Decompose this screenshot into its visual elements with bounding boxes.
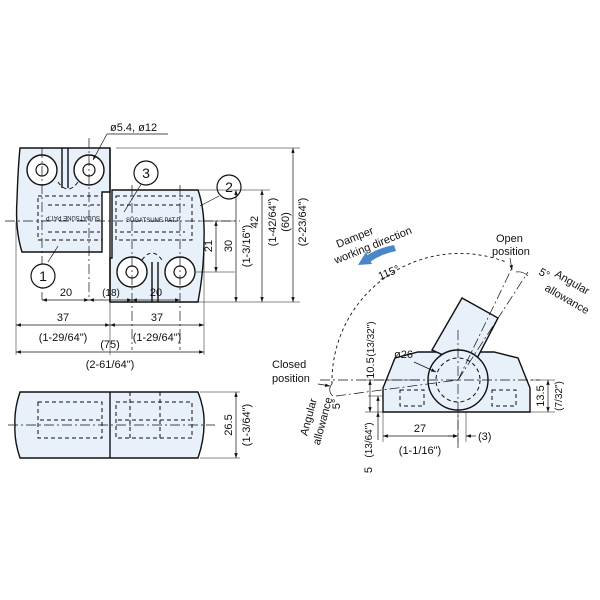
open-position-line1: Open (496, 233, 523, 245)
dim-37-left-inch: (1-29/64") (39, 332, 88, 344)
dim-18-gap: (18) (102, 288, 120, 299)
dim-37-left: 37 (57, 312, 69, 324)
end-view: 115° Damper working direction Open posit… (272, 225, 592, 473)
dim-21: 21 (203, 240, 215, 252)
angular-allowance-top-angle: 5° (537, 266, 552, 282)
dim-3: (3) (478, 431, 491, 443)
dim-75-total-inch: (2-61/64") (86, 359, 135, 371)
callout-2-label: 2 (225, 179, 233, 195)
damper-direction-arrow (366, 245, 396, 262)
dim-37-right-inch: (1-29/64") (133, 332, 182, 344)
closed-position-line2: position (272, 373, 310, 385)
diameter-26: ø26 (394, 349, 413, 361)
dim-5: 5 (363, 467, 375, 473)
dim-30: 30 (223, 240, 235, 252)
top-view: SUGATSUNE PAT.P SUGATSUNE PAT.P ø5.4, ø1… (5, 122, 309, 371)
side-view: 26.5 (1-3/64") (8, 391, 253, 459)
dim-13-5-inch: (7/32") (554, 381, 565, 411)
product-marking-right: SUGATSUNE PAT.P (126, 218, 180, 224)
dim-37-right: 37 (151, 312, 163, 324)
dim-13-5: 13.5 (535, 385, 547, 406)
dim-10-5-inch: (13/32") (366, 321, 377, 356)
dim-10-5: 10.5 (365, 357, 377, 378)
dim-60-inch: (2-23/64") (297, 198, 309, 247)
callout-1 (30, 263, 56, 289)
dim-42-inch: (1-42/64") (267, 198, 279, 247)
dim-20-right: 20 (150, 287, 162, 299)
product-marking-left: SUGATSUNE PAT.P (46, 214, 100, 220)
dim-42: 42 (249, 216, 261, 228)
dim-26-5: 26.5 (223, 414, 235, 435)
dim-27-inch: (1-1/16") (399, 445, 441, 457)
dim-75-total: (75) (100, 339, 120, 351)
dim-5-inch: (13/64") (364, 422, 375, 457)
callout-3 (133, 160, 159, 186)
closed-position-line1: Closed (272, 359, 306, 371)
dim-60: (60) (280, 212, 292, 232)
dim-27: 27 (414, 423, 426, 435)
hole-spec-label: ø5.4, ø12 (110, 122, 157, 134)
callout-3-label: 3 (142, 165, 150, 181)
open-position-line2: position (492, 246, 530, 258)
angle-115: 115° (377, 263, 402, 282)
callout-1-label: 1 (39, 268, 47, 284)
angle-5-left: 5° (331, 399, 343, 410)
dim-30-inch: (1-3/16") (241, 225, 253, 267)
dim-26-5-inch: (1-3/64") (241, 404, 253, 446)
dim-20-left: 20 (60, 287, 72, 299)
